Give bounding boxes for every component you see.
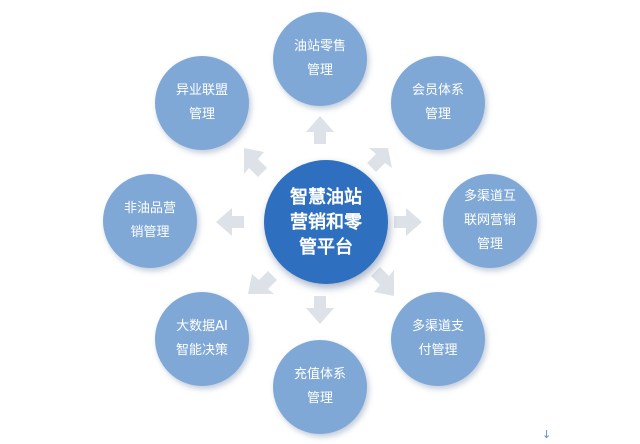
node-label: 会员体系 管理 [411,83,464,122]
node-internet-marketing: 多渠道互 联网营销 管理 [443,174,537,268]
arrow-up-right [367,148,392,172]
arrow-left [216,208,244,236]
arrow-down-left [248,271,277,294]
arrow-up [306,116,334,144]
node-label: 多渠道互 联网营销 管理 [463,189,516,252]
node-label: 非油品营 销管理 [123,201,176,240]
node-big-data-ai: 大数据AI 智能决策 [155,292,249,386]
node-retail-management: 油站零售 管理 [273,12,367,106]
center-platform-node: 智慧油站 营销和零 管平台 [264,160,388,284]
node-label: 油站零售 管理 [293,39,346,78]
node-cross-industry-alliance: 异业联盟 管理 [155,56,249,150]
node-label: 充值体系 管理 [293,367,346,406]
down-arrow-mark: ↓ [542,428,552,441]
node-recharge-system: 充值体系 管理 [273,340,367,434]
arrow-down [306,296,334,324]
arrow-up-left [244,148,267,177]
arrow-right [394,208,422,236]
node-payment-management: 多渠道支 付管理 [391,292,485,386]
node-label: 多渠道支 付管理 [411,319,464,358]
arrow-down-right [371,267,394,296]
node-label: 大数据AI 智能决策 [175,319,228,358]
node-membership-system: 会员体系 管理 [391,56,485,150]
node-label: 异业联盟 管理 [175,83,228,122]
center-label: 智慧油站 营销和零 管平台 [290,186,362,258]
node-non-oil-marketing: 非油品营 销管理 [103,174,197,268]
